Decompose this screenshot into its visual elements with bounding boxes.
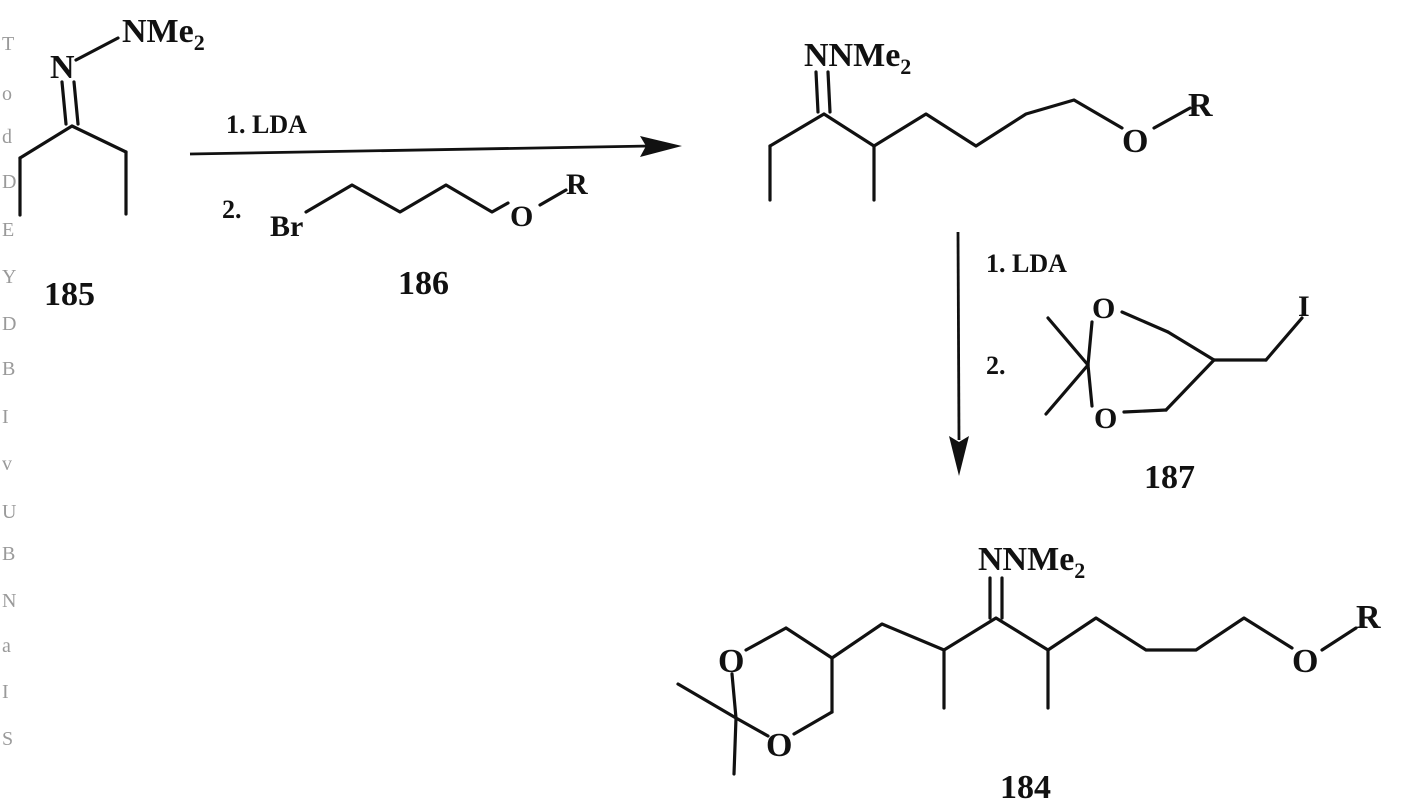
margin-char: D xyxy=(2,313,16,335)
margin-char: a xyxy=(2,635,11,657)
atom-r: R xyxy=(1188,87,1213,124)
substituent-text: NNMe xyxy=(804,37,900,74)
compound-intermediate: NNMe2 O R xyxy=(768,37,1213,202)
margin-char: d xyxy=(2,126,12,148)
bond-o1-c6 xyxy=(744,626,788,652)
atom-br: Br xyxy=(270,210,303,243)
bond-methyl-a xyxy=(676,682,738,720)
bond-o3-c2 xyxy=(1086,363,1094,408)
margin-char: I xyxy=(2,406,9,428)
step2-reagent-1: 1. LDA xyxy=(986,249,1067,278)
bond-c6-c5 xyxy=(784,626,834,660)
bond-o-r xyxy=(1320,626,1358,652)
atom-o-top: O xyxy=(1092,292,1115,325)
substituent-nnme2: NNMe2 xyxy=(978,541,1085,583)
bond-c-n-double-b xyxy=(72,80,80,126)
bond-n-n xyxy=(74,36,120,62)
margin-char: Y xyxy=(2,266,16,288)
atom-o-bottom: O xyxy=(766,727,792,764)
bond-left-ch2 xyxy=(18,124,74,160)
substituent-text: NMe xyxy=(122,13,194,50)
bond-c6-c5 xyxy=(1166,330,1216,362)
compound-label-184: 184 xyxy=(1000,769,1051,806)
bond-right-ch2 xyxy=(70,124,128,154)
substituent-text: NNMe xyxy=(978,541,1074,578)
atom-n: N xyxy=(50,49,75,86)
bond-c-n-double-b xyxy=(826,70,832,114)
margin-char: D xyxy=(2,171,16,193)
atom-o-bottom: O xyxy=(1094,402,1117,435)
bond-c2-o1 xyxy=(1086,320,1094,367)
margin-char: T xyxy=(2,33,14,55)
arrow-2-shaft xyxy=(956,231,961,441)
margin-char: o xyxy=(2,83,12,105)
compound-187: O O I 187 xyxy=(1044,290,1310,496)
bond-c4-o3 xyxy=(792,710,834,736)
atom-o: O xyxy=(1122,123,1148,160)
subscript: 2 xyxy=(1074,558,1085,583)
atom-r-186: R xyxy=(566,168,588,201)
arrow-1-shaft xyxy=(189,144,651,156)
atom-o-186: O xyxy=(510,200,533,233)
margin-scan-artifacts: T o d D E Y D B I v U B N a I S xyxy=(2,33,17,750)
margin-char: I xyxy=(2,681,9,703)
atom-o-chain: O xyxy=(1292,643,1318,680)
bond-chain xyxy=(822,98,1124,148)
bond-c-n-double-a xyxy=(60,80,68,126)
margin-char: S xyxy=(2,728,13,750)
step1-reagent-1: 1. LDA xyxy=(226,110,307,139)
subscript: 2 xyxy=(900,54,911,79)
compound-185: N NMe2 185 xyxy=(18,13,205,313)
subscript: 2 xyxy=(194,30,205,55)
compound-label-185: 185 xyxy=(44,276,95,313)
arrow-2-head xyxy=(949,436,969,476)
arrow-1-head xyxy=(640,136,682,157)
reaction-arrow-1: 1. LDA 2. xyxy=(189,110,682,224)
compound-184: NNMe2 O O O R 184 xyxy=(676,541,1381,806)
bond-methyl-a xyxy=(1046,316,1090,367)
margin-char: E xyxy=(2,219,14,241)
bond-o-r xyxy=(1152,106,1192,130)
bond-c2-o1 xyxy=(730,672,738,720)
atom-i: I xyxy=(1298,290,1310,323)
bond-chain-186 xyxy=(304,183,510,214)
step1-reagent-2-number: 2. xyxy=(222,195,242,224)
reaction-arrow-2: 1. LDA 2. xyxy=(949,231,1067,476)
bond-c4-o3 xyxy=(1122,408,1168,414)
bond-c5-c4 xyxy=(1164,358,1216,412)
bond-o-r-186 xyxy=(538,188,568,207)
compound-186: Br O R 186 xyxy=(270,168,588,302)
margin-char: N xyxy=(2,590,16,612)
bond-o3-c2 xyxy=(734,716,770,738)
atom-o-top: O xyxy=(718,643,744,680)
atom-r: R xyxy=(1356,599,1381,636)
bond-c-n-double-a xyxy=(814,70,820,114)
bond-methyl-b xyxy=(732,716,738,776)
bond-o1-c6 xyxy=(1120,310,1170,334)
compound-label-187: 187 xyxy=(1144,459,1195,496)
bond-chain xyxy=(830,616,1294,660)
bond-left-ch2 xyxy=(768,112,826,148)
compound-label-186: 186 xyxy=(398,265,449,302)
substituent-nnme2: NNMe2 xyxy=(804,37,911,79)
margin-char: v xyxy=(2,453,12,475)
bond-methyl-b xyxy=(1044,363,1090,416)
margin-char: B xyxy=(2,543,15,565)
step2-reagent-2-number: 2. xyxy=(986,351,1006,380)
substituent-nme2: NMe2 xyxy=(122,13,205,55)
margin-char: B xyxy=(2,358,15,380)
margin-char: U xyxy=(2,501,17,523)
bond-ch2-i xyxy=(1264,316,1304,362)
